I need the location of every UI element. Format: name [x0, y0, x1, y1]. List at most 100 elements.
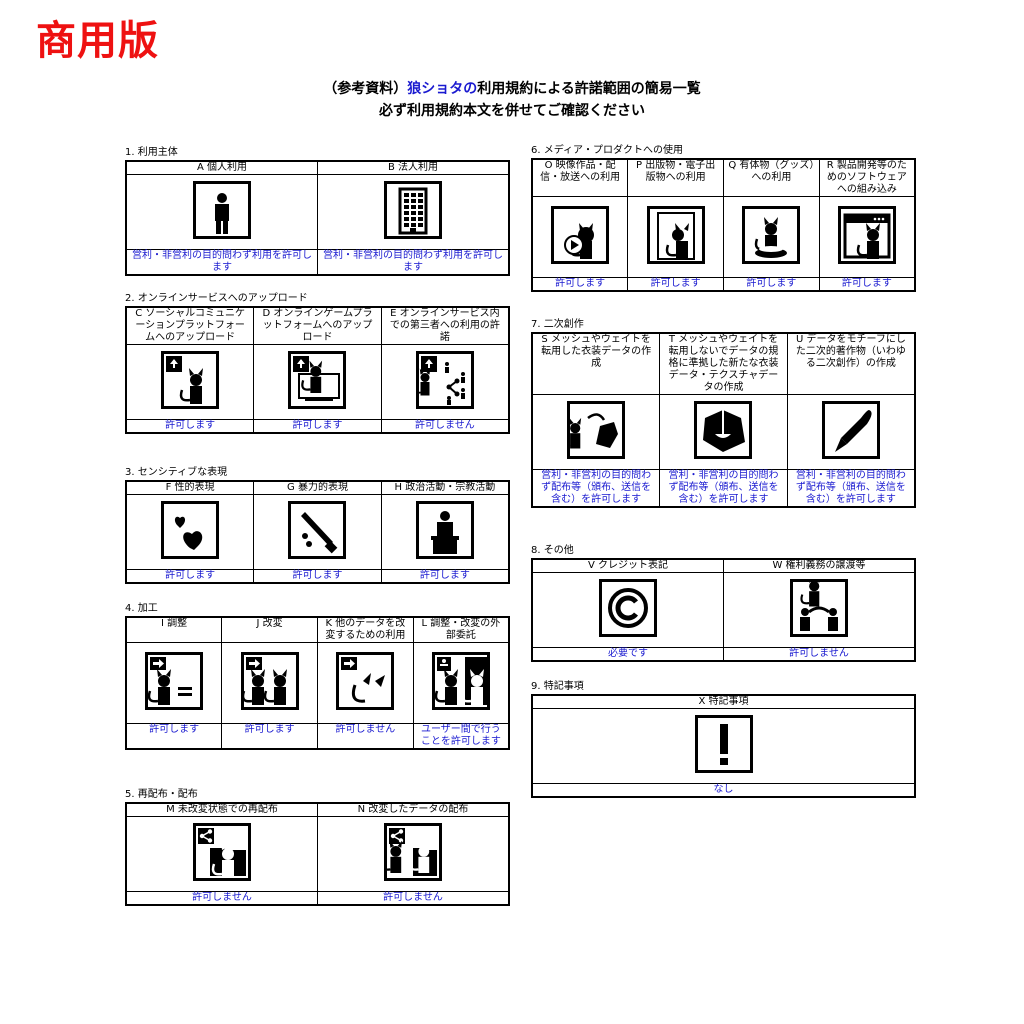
- permission-result: 許可しません: [125, 891, 318, 906]
- building-icon: [384, 181, 442, 239]
- item-icon-cell: [531, 196, 629, 278]
- upload-monitor-icon: [288, 351, 347, 409]
- item-header: Q 有体物（グッズ）への利用: [723, 158, 820, 197]
- section-heading: 2. オンラインサービスへのアップロード: [125, 293, 308, 304]
- software-icon: [837, 206, 896, 264]
- share-folder-icon: [193, 823, 251, 881]
- permission-result: 営利・非営利の目的問わず利用を許可します: [125, 249, 318, 276]
- section-heading: 8. その他: [531, 545, 574, 556]
- section-heading: 4. 加工: [125, 603, 158, 614]
- goods-icon: [742, 206, 801, 264]
- item-icon-cell: [627, 196, 724, 278]
- item-header: P 出版物・電子出版物への利用: [627, 158, 724, 197]
- section-heading: 9. 特記事項: [531, 681, 584, 692]
- item-icon-cell: [125, 344, 255, 420]
- section-heading: 5. 再配布・配布: [125, 789, 198, 800]
- title-prefix: （参考資料）: [323, 81, 408, 97]
- costume-icon: [694, 401, 753, 459]
- item-header: N 改変したデータの配布: [317, 802, 510, 817]
- permission-result: 許可します: [627, 277, 724, 292]
- section-2: 2. オンラインサービスへのアップロード C ソーシャルコミュニケーションプラット…: [115, 292, 510, 434]
- modify-icon: [240, 652, 299, 710]
- section-9: 9. 特記事項 X 特記事項なし: [521, 680, 916, 798]
- item-icon-cell: [317, 174, 510, 250]
- permission-result: 営利・非営利の目的問わず配布等（頒布、送信を含む）を許可します: [786, 469, 916, 508]
- section-heading: 3. センシティブな表現: [125, 467, 228, 478]
- item-icon-cell: [659, 394, 788, 470]
- item-header: S メッシュやウェイトを転用した衣装データの作成: [531, 332, 661, 395]
- permission-table: X 特記事項なし: [531, 694, 916, 798]
- permission-result: 許可します: [380, 569, 510, 584]
- item-header: U データをモチーフにした二次的著作物（いわゆる二次創作）の作成: [786, 332, 916, 395]
- item-header: O 映像作品・配信・放送への利用: [531, 158, 629, 197]
- permission-result: 許可します: [818, 277, 916, 292]
- permission-result: 許可しません: [317, 723, 414, 750]
- item-icon-cell: [531, 394, 661, 470]
- item-header: I 調整: [125, 616, 223, 643]
- knife-icon: [288, 501, 347, 559]
- hearts-icon: [161, 501, 220, 559]
- item-header: E オンラインサービス内での第三者への利用の許諾: [380, 306, 510, 345]
- permission-result: 許可します: [531, 277, 629, 292]
- item-icon-cell: [317, 816, 510, 892]
- item-icon-cell: [531, 708, 916, 784]
- section-heading: 7. 二次創作: [531, 319, 584, 330]
- publication-icon: [646, 206, 705, 264]
- item-icon-cell: [786, 394, 916, 470]
- item-icon-cell: [125, 494, 255, 570]
- item-header: H 政治活動・宗教活動: [380, 480, 510, 495]
- item-header: B 法人利用: [317, 160, 510, 175]
- item-icon-cell: [531, 572, 724, 648]
- section-heading: 6. メディア・プロダクトへの使用: [531, 145, 684, 156]
- commercial-edition-badge: 商用版: [36, 18, 159, 64]
- item-header: G 暴力的表現: [253, 480, 382, 495]
- outsource-icon: [431, 652, 490, 710]
- item-header: C ソーシャルコミュニケーションプラットフォームへのアップロード: [125, 306, 255, 345]
- copyright-icon: [599, 579, 657, 637]
- pen-icon: [821, 401, 880, 459]
- item-header: A 個人利用: [125, 160, 318, 175]
- item-header: K 他のデータを改変するための利用: [317, 616, 414, 643]
- adjust-icon: [145, 652, 204, 710]
- permission-result: なし: [531, 783, 916, 798]
- permission-result: 許可します: [723, 277, 820, 292]
- item-header: R 製品開発等のためのソフトウェアへの組み込み: [818, 158, 916, 197]
- permission-result: 営利・非営利の目的問わず配布等（頒布、送信を含む）を許可します: [531, 469, 661, 508]
- permission-result: 許可します: [125, 419, 255, 434]
- item-icon-cell: [253, 494, 382, 570]
- permission-result: 許可しません: [380, 419, 510, 434]
- item-header: F 性的表現: [125, 480, 255, 495]
- section-heading: 1. 利用主体: [125, 147, 178, 158]
- permission-result: 営利・非営利の目的問わず利用を許可します: [317, 249, 510, 276]
- permission-result: 営利・非営利の目的問わず配布等（頒布、送信を含む）を許可します: [659, 469, 788, 508]
- parts-icon: [336, 652, 395, 710]
- item-icon-cell: [412, 642, 510, 724]
- item-icon-cell: [723, 572, 916, 648]
- upload-share-icon: [415, 351, 474, 409]
- podium-icon: [415, 501, 474, 559]
- title-highlight: 狼ショタの: [407, 81, 478, 97]
- item-icon-cell: [125, 642, 223, 724]
- upload-avatar-icon: [161, 351, 220, 409]
- item-icon-cell: [723, 196, 820, 278]
- person-icon: [193, 181, 251, 239]
- share-modified-icon: [384, 823, 442, 881]
- item-icon-cell: [380, 344, 510, 420]
- item-header: X 特記事項: [531, 694, 916, 709]
- item-icon-cell: [253, 344, 382, 420]
- item-header: W 権利義務の譲渡等: [723, 558, 916, 573]
- permission-result: ユーザー間で行うことを許可します: [412, 723, 510, 750]
- item-icon-cell: [125, 174, 318, 250]
- item-icon-cell: [221, 642, 318, 724]
- item-header: M 未改変状態での再配布: [125, 802, 318, 817]
